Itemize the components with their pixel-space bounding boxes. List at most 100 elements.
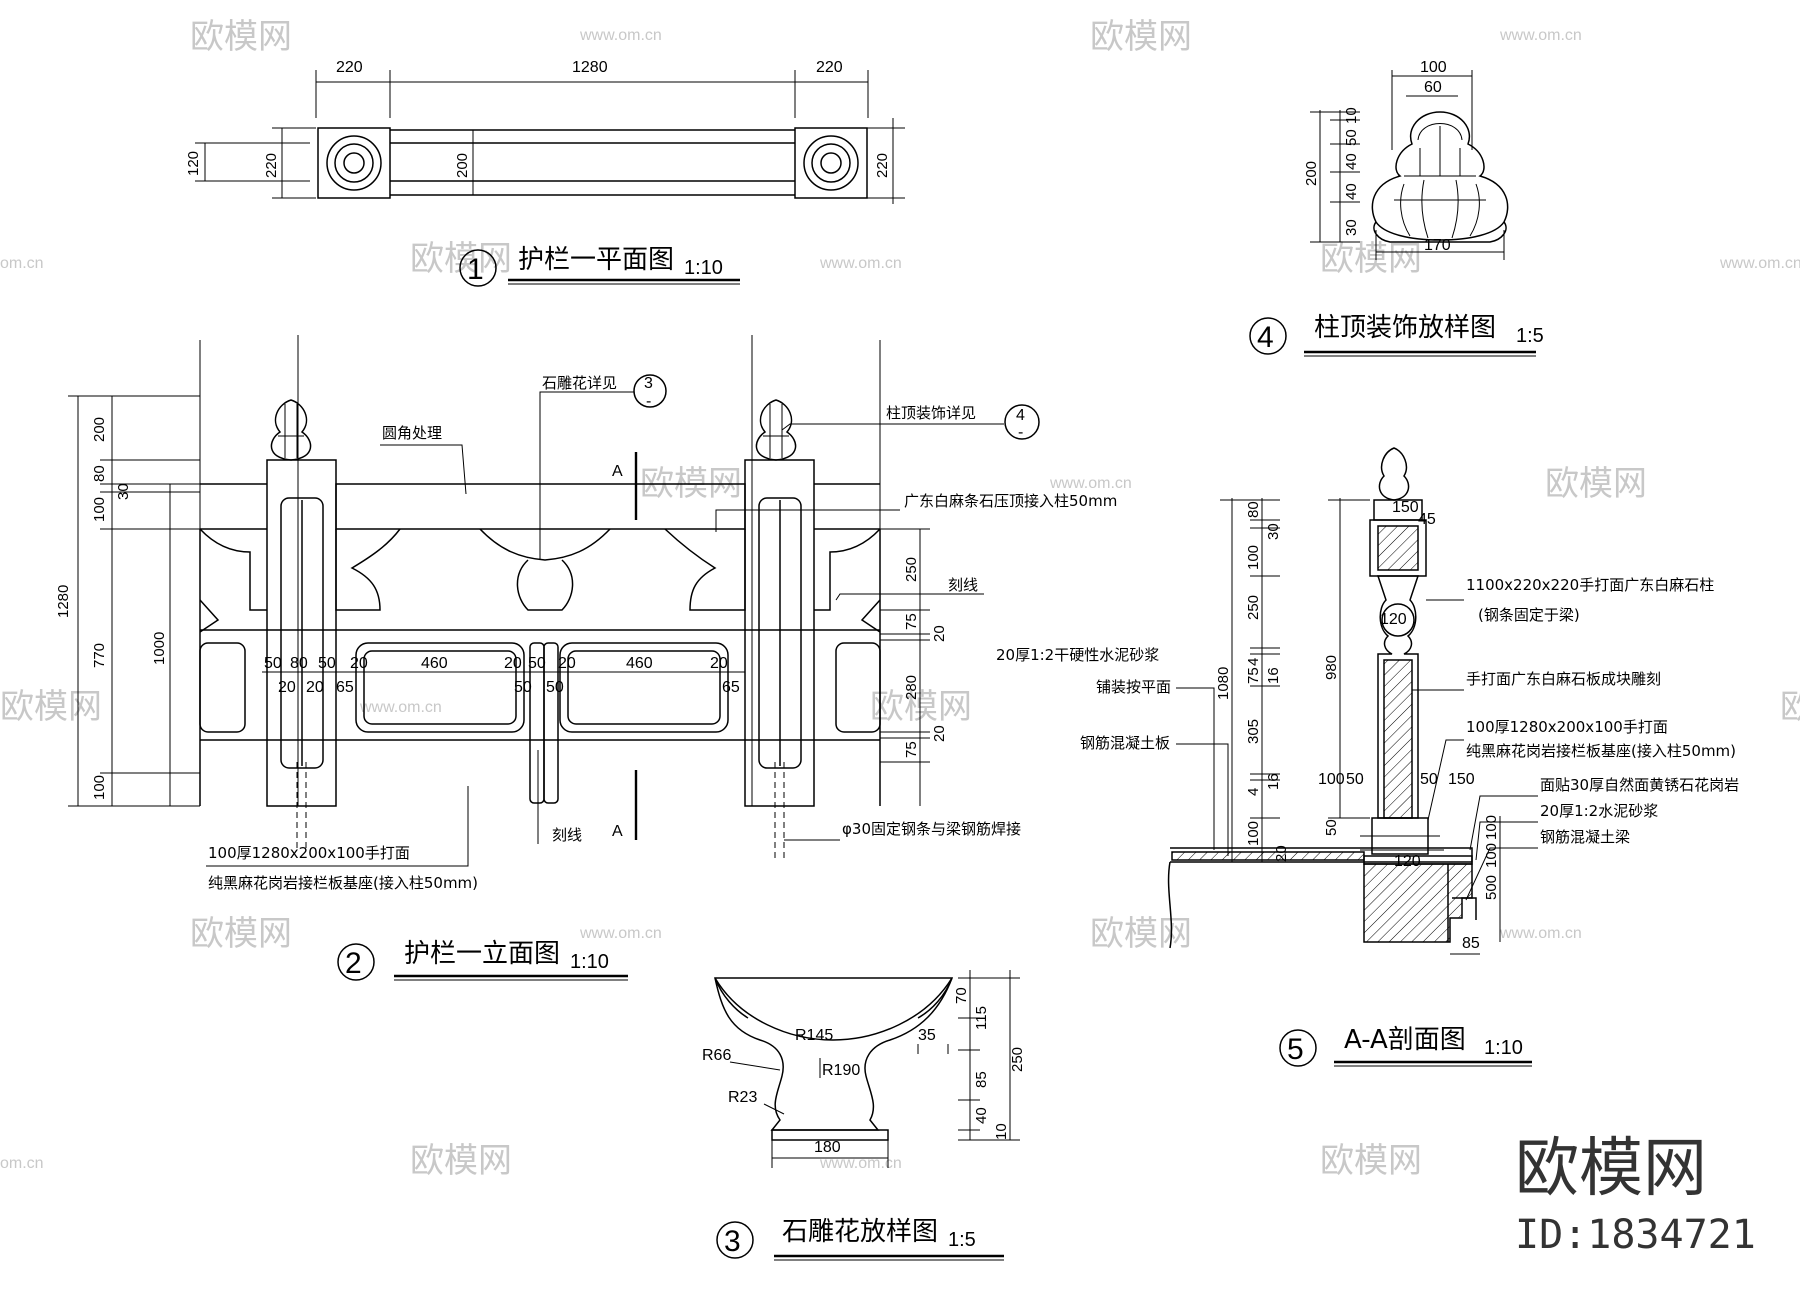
finial-outline	[1371, 111, 1509, 241]
dim-text: 50	[1346, 771, 1364, 788]
drawing-number-circle	[716, 1221, 754, 1259]
dim-text: 220	[816, 59, 843, 76]
watermark-brand: 欧模网	[870, 687, 972, 727]
label-section-a: A	[612, 823, 623, 840]
dim-text: 20	[931, 625, 948, 642]
dim-text: 50	[318, 655, 336, 672]
drawing-scale: 1:10	[1484, 1037, 1523, 1059]
dim-text: 100	[1483, 815, 1500, 840]
drawing-number-circle	[459, 249, 497, 287]
section-drawing: 80 30 100 250 4 75 16 305 16 4 100 1080 …	[996, 447, 1739, 1067]
drawing-title: 护栏一立面图	[404, 939, 560, 969]
label-cap-ref-no: 4	[1016, 407, 1025, 424]
drawing-number: 5	[1287, 1033, 1304, 1066]
label-groove-right: 刻线	[948, 576, 978, 594]
dim-text: 80	[1245, 501, 1262, 518]
watermark-brand: 欧模网	[1320, 1141, 1422, 1181]
dim-text: 100	[1318, 771, 1345, 788]
label-base-1: 100厚1280x200x100手打面	[1466, 718, 1668, 736]
dim-text: 500	[1483, 875, 1500, 900]
elevation-post-left	[266, 459, 337, 807]
dim-text: 460	[626, 655, 653, 672]
dim-text: 70	[953, 987, 970, 1004]
dim-text: 20	[306, 679, 324, 696]
brand-corner: 欧模网 ID:1834721	[1515, 1132, 1756, 1258]
dim-text: 20	[931, 725, 948, 742]
plan-drawing: 220 1280 220 120 220 200 220 1 护栏一平面图 1:…	[185, 59, 905, 287]
dim-text: 50	[514, 679, 532, 696]
drawing-title: 石雕花放样图	[782, 1217, 938, 1247]
dim-text: 35	[918, 1027, 936, 1044]
label-mortar: 20厚1:2干硬性水泥砂浆	[996, 646, 1159, 664]
dim-text: 100	[91, 775, 108, 800]
section-beam	[1363, 863, 1473, 943]
dim-text: 30	[1343, 219, 1360, 236]
drawing-scale: 1:10	[570, 951, 609, 973]
dim-text: 120	[185, 151, 202, 176]
drawing-number: 4	[1257, 321, 1274, 354]
dim-text: 220	[263, 153, 280, 178]
dim-text: 200	[454, 153, 471, 178]
plan-post-left	[317, 127, 391, 199]
dim-text: 20	[504, 655, 522, 672]
dim-text: 4	[1245, 658, 1262, 666]
dim-text: 100	[1483, 843, 1500, 868]
watermark-site: www.om.cn	[1049, 475, 1132, 492]
label-beam: 钢筋混凝土梁	[1540, 828, 1630, 846]
dim-text: 40	[973, 1107, 990, 1124]
dim-text: 50	[1420, 771, 1438, 788]
carving-outline	[714, 977, 954, 1131]
dim-text: 75	[903, 741, 920, 758]
label-stone-ref-no: 3	[644, 375, 653, 392]
watermark-site: www.om.cn	[819, 255, 902, 272]
dim-text: 45	[1418, 511, 1436, 528]
label-paving: 铺装按平面	[1096, 678, 1171, 696]
finial-drawing: 100 60 170 200 10 50 40 40 30 4 柱顶装饰放样图 …	[1249, 59, 1544, 357]
elevation-panel-left	[355, 642, 525, 733]
dim-text: 30	[1265, 523, 1282, 540]
dim-text: 460	[421, 655, 448, 672]
dim-text: 280	[903, 675, 920, 700]
watermark-site: www.om.cn	[359, 699, 442, 716]
dim-text: 40	[1343, 183, 1360, 200]
dim-text: 170	[1424, 237, 1451, 254]
finial-right	[755, 399, 797, 461]
dim-text: 120	[1380, 611, 1407, 628]
dim-text: 60	[1424, 79, 1442, 96]
label-ref-dash: -	[1018, 424, 1023, 441]
dim-text: 770	[91, 643, 108, 668]
elevation-drawing: 1280 200 80 30 100 770 100 1000	[55, 335, 1117, 981]
dim-text: 20	[1273, 845, 1290, 862]
watermark-site: www.om.cn	[1499, 27, 1582, 44]
dim-text: 305	[1245, 719, 1262, 744]
dim-text: 16	[1265, 773, 1282, 790]
dim-text: 10	[993, 1123, 1010, 1140]
label-slab: 钢筋混凝土板	[1080, 734, 1170, 752]
dim-text: 200	[91, 417, 108, 442]
dim-text: 80	[91, 465, 108, 482]
dim-text: 100	[91, 497, 108, 522]
dim-text: 180	[814, 1139, 841, 1156]
drawing-title: A-A剖面图	[1344, 1025, 1466, 1055]
label-panel: 手打面广东白麻石板成块雕刻	[1466, 670, 1661, 688]
watermark-site: www.om.cn	[1499, 925, 1582, 942]
drawing-number-circle	[1249, 317, 1287, 355]
dim-text: 30	[115, 483, 132, 500]
dim-text: 20	[558, 655, 576, 672]
watermark-brand: 欧模网	[0, 687, 102, 727]
dim-text: 85	[973, 1071, 990, 1088]
drawing-number-circle	[1279, 1029, 1317, 1067]
label-base-2: 纯黑麻花岗岩接栏板基座(接入柱50mm)	[1466, 742, 1736, 760]
dim-text: 115	[973, 1006, 990, 1030]
dim-text: R145	[795, 1027, 833, 1044]
dim-text: R66	[702, 1047, 731, 1064]
dim-text: 980	[1323, 655, 1340, 680]
dim-text: 1000	[151, 632, 168, 665]
watermark-brand: 欧模网	[190, 17, 292, 57]
carving-row	[199, 528, 881, 633]
label-mortar2: 20厚1:2水泥砂浆	[1540, 802, 1658, 820]
watermark-brand: 欧模网	[1780, 687, 1800, 727]
dim-text: 1280	[55, 585, 72, 618]
label-face: 面贴30厚自然面黄锈石花岗岩	[1540, 776, 1739, 794]
label-col-2: (钢条固定于梁)	[1478, 606, 1580, 624]
